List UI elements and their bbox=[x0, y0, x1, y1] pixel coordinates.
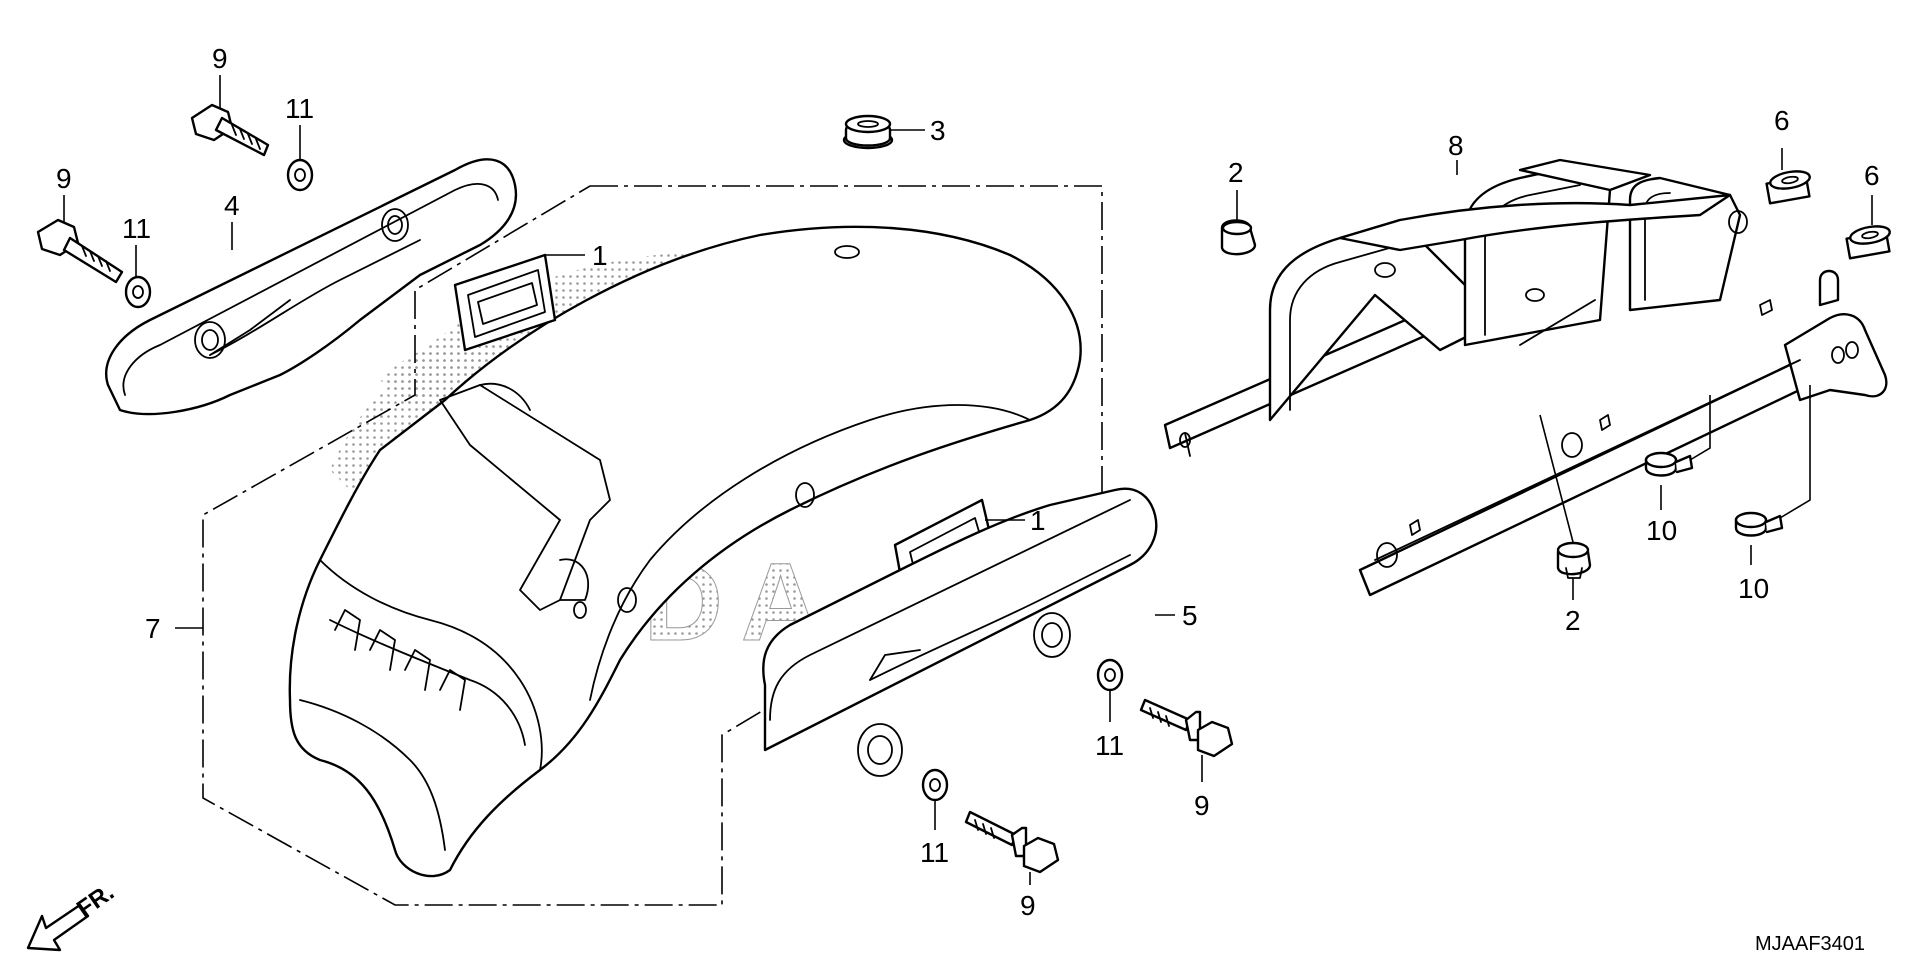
callout-10: 10 bbox=[1646, 515, 1677, 546]
callout-5: 5 bbox=[1182, 600, 1198, 631]
fender-stay bbox=[1163, 158, 1888, 597]
washer-2 bbox=[124, 275, 152, 309]
callout-3: 3 bbox=[930, 115, 946, 146]
callout-2: 2 bbox=[1228, 157, 1244, 188]
callout-2: 2 bbox=[1565, 605, 1581, 636]
screw-2 bbox=[1734, 511, 1784, 537]
side-cover-left bbox=[105, 158, 518, 416]
callout-11: 11 bbox=[920, 837, 949, 868]
side-cover-right bbox=[762, 487, 1158, 777]
callout-6: 6 bbox=[1774, 105, 1790, 136]
grommet bbox=[842, 114, 894, 150]
callout-1: 1 bbox=[592, 240, 608, 271]
callout-7: 7 bbox=[145, 613, 161, 644]
callout-9: 9 bbox=[212, 43, 228, 74]
callout-numbers: 9 11 9 11 4 1 3 1 5 7 2 8 6 6 2 10 10 11… bbox=[56, 43, 1880, 921]
callout-4: 4 bbox=[224, 190, 240, 221]
bolt-right-1 bbox=[1139, 698, 1234, 758]
assembly-boundary bbox=[202, 185, 1103, 906]
washer-1 bbox=[286, 158, 314, 192]
leader-lines bbox=[63, 75, 1873, 885]
screw-1 bbox=[1644, 451, 1694, 477]
callout-9: 9 bbox=[56, 163, 72, 194]
washer-4 bbox=[921, 768, 949, 802]
washer-3 bbox=[1096, 658, 1124, 692]
callout-11: 11 bbox=[122, 213, 151, 244]
callout-9: 9 bbox=[1020, 890, 1036, 921]
callout-8: 8 bbox=[1448, 130, 1464, 161]
callout-11: 11 bbox=[285, 93, 314, 124]
bolt-left bbox=[36, 218, 124, 284]
callout-10: 10 bbox=[1738, 573, 1769, 604]
rear-fender bbox=[288, 225, 1082, 878]
clip-upper bbox=[1220, 219, 1257, 256]
direction-arrow-icon bbox=[26, 903, 90, 952]
diagram-code: MJAAF3401 bbox=[1755, 933, 1865, 955]
front-direction-indicator: FR. bbox=[26, 879, 119, 952]
clip-lower bbox=[1556, 541, 1592, 579]
reflector-upper bbox=[453, 253, 557, 352]
callout-6: 6 bbox=[1864, 160, 1880, 191]
rubber-mount-1 bbox=[1765, 170, 1811, 205]
rubber-mount-2 bbox=[1845, 225, 1891, 260]
bolt-upper-left bbox=[190, 103, 270, 157]
callout-11: 11 bbox=[1095, 730, 1124, 761]
callout-1: 1 bbox=[1030, 505, 1046, 536]
callout-9: 9 bbox=[1194, 790, 1210, 821]
bolt-right-2 bbox=[964, 810, 1060, 874]
